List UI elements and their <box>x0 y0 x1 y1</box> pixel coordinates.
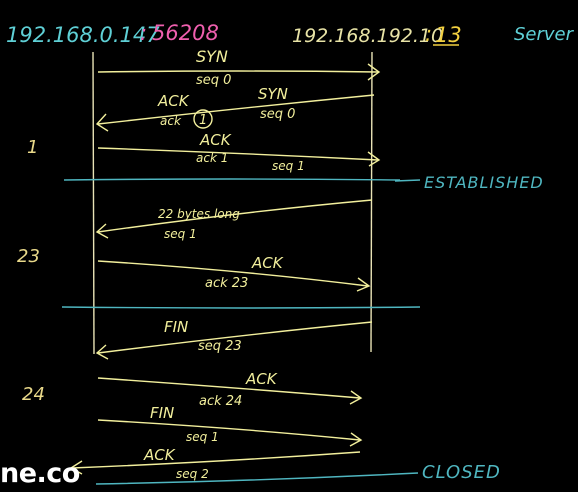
syn-ack-ack-label: ACK <box>157 92 190 110</box>
established-divider <box>63 178 401 181</box>
final-ack-arrowhead <box>69 460 83 475</box>
data-length-label: 22 bytes long <box>158 207 240 221</box>
ack-arrowhead <box>367 151 381 167</box>
ack24-arrowhead <box>349 390 363 405</box>
watermark-logo: ne.co <box>0 458 80 489</box>
fin-server-seq-label: seq 23 <box>198 339 242 354</box>
client-port-separator: : <box>140 21 147 45</box>
established-label: ESTABLISHED <box>424 173 544 192</box>
ack23-ack-label: ack 23 <box>205 276 248 291</box>
syn-arrow <box>97 70 379 73</box>
data-divider <box>61 306 421 309</box>
syn-ack-arrow <box>97 94 375 125</box>
syn-label: SYN <box>196 47 228 66</box>
fin-client-seq-label: seq 1 <box>186 430 219 444</box>
ack24-ack-label: ack 24 <box>199 394 242 409</box>
fin-server-label: FIN <box>164 318 188 336</box>
server-label: Server <box>514 24 575 45</box>
side-number-24: 24 <box>22 384 45 405</box>
established-connector <box>394 179 421 182</box>
final-ack-arrow <box>71 451 361 469</box>
client-ip: 192.168.0.147 <box>6 23 160 47</box>
client-port: 56208 <box>152 21 219 45</box>
server-port-separator: : <box>425 22 432 46</box>
final-ack-label: ACK <box>143 446 176 464</box>
side-number-23: 23 <box>17 246 40 267</box>
data-arrow <box>97 199 373 233</box>
closed-divider <box>95 472 419 485</box>
syn-ack-syn-label: SYN <box>258 85 288 103</box>
server-timeline <box>370 51 373 353</box>
syn-ack-circled-value: 1 <box>199 113 207 128</box>
ack-seq-label: seq 1 <box>272 159 305 173</box>
fin-server-arrow <box>97 321 373 354</box>
ack-arrow <box>97 147 379 161</box>
fin-client-arrow <box>97 419 361 441</box>
ack-ack-label: ack 1 <box>196 151 228 165</box>
syn-ack-arrowhead <box>95 113 109 132</box>
server-port: 13 <box>435 23 462 47</box>
ack24-label: ACK <box>245 370 278 388</box>
final-ack-seq-label: seq 2 <box>176 467 209 481</box>
client-timeline <box>92 51 95 355</box>
closed-label: CLOSED <box>422 462 501 483</box>
syn-ack-ack-num-label: ack <box>160 114 182 128</box>
ack23-arrow <box>97 260 369 287</box>
ack24-arrow <box>97 377 361 399</box>
ack-label: ACK <box>199 131 232 149</box>
syn-arrowhead <box>367 63 381 81</box>
fin-server-arrowhead <box>95 344 109 360</box>
syn-seq-label: seq 0 <box>196 73 231 88</box>
ack23-label: ACK <box>251 254 284 272</box>
server-ip: 192.168.192.10 <box>292 25 443 47</box>
fin-client-label: FIN <box>150 404 174 422</box>
fin-client-arrowhead <box>349 432 363 447</box>
ack23-arrowhead <box>356 277 371 292</box>
data-arrowhead <box>95 223 109 239</box>
circled-ack-number <box>193 109 213 129</box>
syn-ack-seq-label: seq 0 <box>260 107 295 122</box>
side-number-1: 1 <box>27 137 38 158</box>
data-seq-label: seq 1 <box>164 227 197 241</box>
